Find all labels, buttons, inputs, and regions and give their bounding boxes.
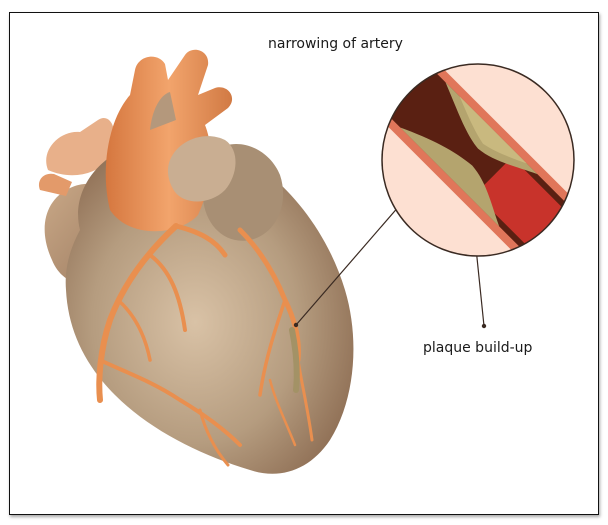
connector-dot-heart: [294, 323, 298, 327]
label-narrowing-of-artery: narrowing of artery: [268, 36, 403, 52]
connector-dot: [482, 324, 486, 328]
magnifier-inset: [352, 34, 607, 289]
label-plaque-build-up: plaque build-up: [423, 340, 532, 356]
left-vessel-stubs: [39, 174, 72, 196]
